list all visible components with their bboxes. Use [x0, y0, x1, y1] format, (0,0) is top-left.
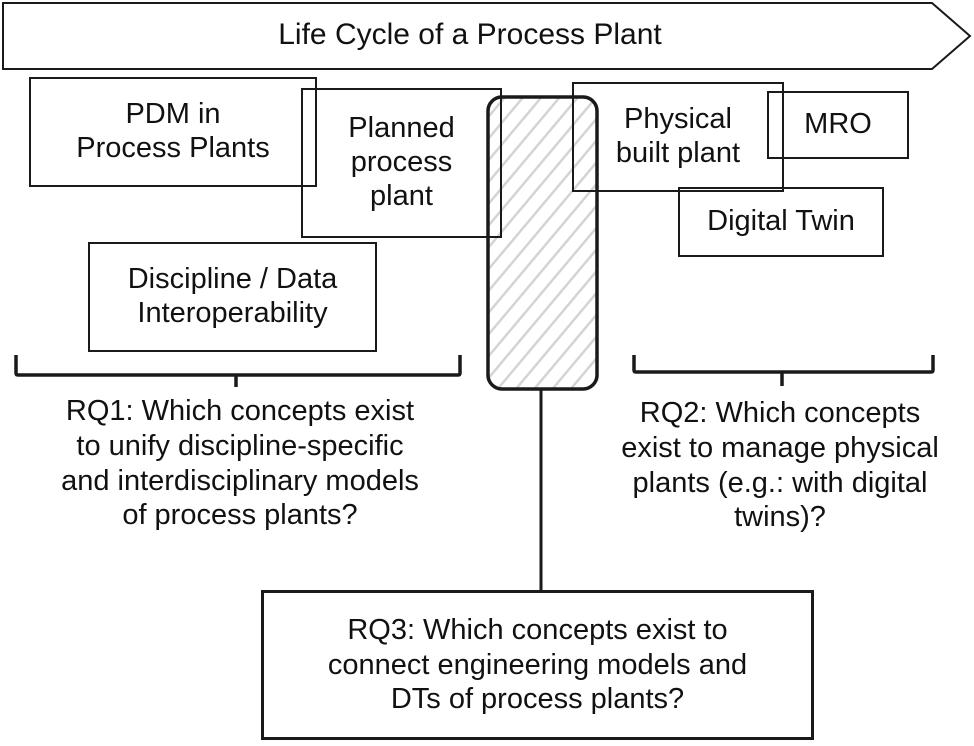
- life-cycle-arrow: [2, 2, 972, 70]
- rq2-brace: [632, 355, 935, 386]
- box-discipline-data-interoperability: Discipline / Data Interoperability: [88, 242, 377, 352]
- rq1-brace: [14, 355, 462, 387]
- box-mro: MRO: [767, 91, 909, 159]
- rq2-text: RQ2: Which concepts exist to manage phys…: [621, 397, 939, 534]
- rq3-box: RQ3: Which concepts exist to connect eng…: [261, 590, 814, 740]
- box-planned-process-plant: Planned process plant: [301, 88, 502, 238]
- life-cycle-title: Life Cycle of a Process Plant: [278, 18, 662, 51]
- box-pdm-in-process-plants: PDM in Process Plants: [29, 77, 317, 187]
- rq1-text: RQ1: Which concepts exist to unify disci…: [61, 395, 419, 532]
- box-digital-twin: Digital Twin: [678, 187, 884, 257]
- box-physical-built-plant: Physical built plant: [572, 82, 784, 192]
